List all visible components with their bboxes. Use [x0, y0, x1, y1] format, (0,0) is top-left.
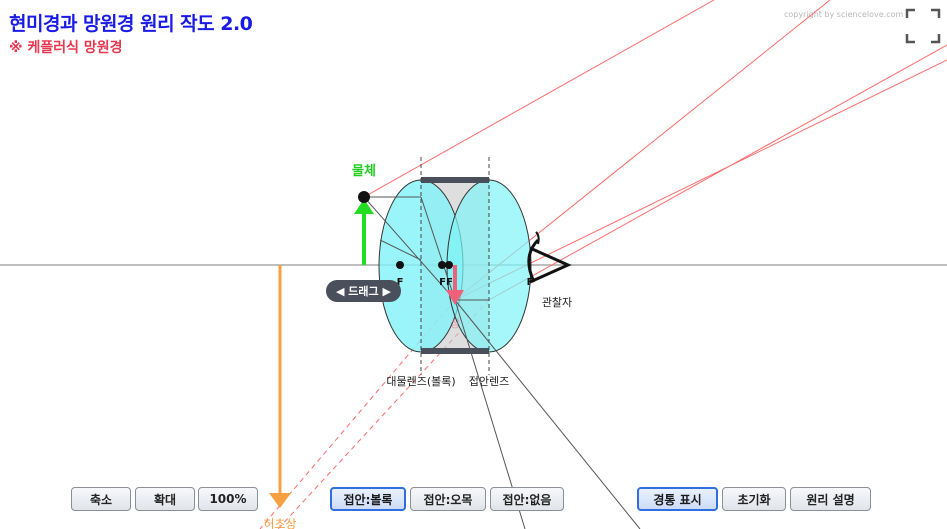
real-image-arrow-head	[446, 290, 464, 305]
virtual-ray-line	[277, 299, 490, 529]
construction-ray	[420, 196, 456, 301]
focal-point-mid-1	[438, 261, 446, 269]
drag-handle[interactable]: ◀ 드래그 ▶	[326, 280, 401, 302]
observer-label: 관찰자	[542, 296, 572, 309]
barrel-show-button[interactable]: 경통 표시	[637, 487, 718, 511]
object-label: 물체	[352, 164, 376, 179]
zoom-in-button[interactable]: 확대	[135, 487, 195, 511]
zoom-out-button[interactable]: 축소	[71, 487, 131, 511]
focal-label-mid: FF	[439, 277, 453, 288]
object-handle[interactable]	[358, 191, 370, 203]
focal-point-left	[396, 261, 404, 269]
real-image-label: 상	[450, 317, 460, 330]
copyright-text: copyright by sciencelove.com	[784, 10, 904, 19]
explain-button[interactable]: 원리 설명	[790, 487, 871, 511]
barrel-top-bar	[421, 177, 489, 183]
eyepiece-none-button[interactable]: 접안:없음	[490, 487, 564, 511]
eyepiece-lens-caption: 접안렌즈	[469, 375, 509, 388]
focal-label-left: F	[397, 277, 404, 288]
objective-lens-caption: 대물렌즈(볼록)	[386, 375, 455, 388]
eye-icon	[527, 231, 572, 284]
ray-line	[488, 44, 947, 301]
ray-line	[363, 0, 715, 198]
zoom-level-button[interactable]: 100%	[198, 487, 258, 511]
fullscreen-icon[interactable]	[905, 8, 941, 44]
virtual-image-label: 허초상	[263, 517, 296, 529]
focal-label-right: F	[527, 277, 534, 288]
ray-line	[454, 59, 947, 301]
eyepiece-convex-button[interactable]: 접안:볼록	[330, 487, 406, 511]
reset-button[interactable]: 초기화	[722, 487, 786, 511]
focal-point-mid-2	[445, 261, 453, 269]
page-title: 현미경과 망원경 원리 작도 2.0	[9, 13, 253, 35]
eyepiece-concave-button[interactable]: 접안:오목	[410, 487, 486, 511]
page-subtitle: ※ 케플러식 망원경	[9, 40, 123, 56]
construction-ray	[363, 196, 456, 301]
construction-ray	[379, 239, 422, 261]
object-arrow-head	[354, 199, 374, 214]
barrel-bottom-bar	[421, 348, 489, 354]
virtual-image-arrow-head	[269, 493, 291, 508]
construction-ray	[454, 299, 641, 529]
